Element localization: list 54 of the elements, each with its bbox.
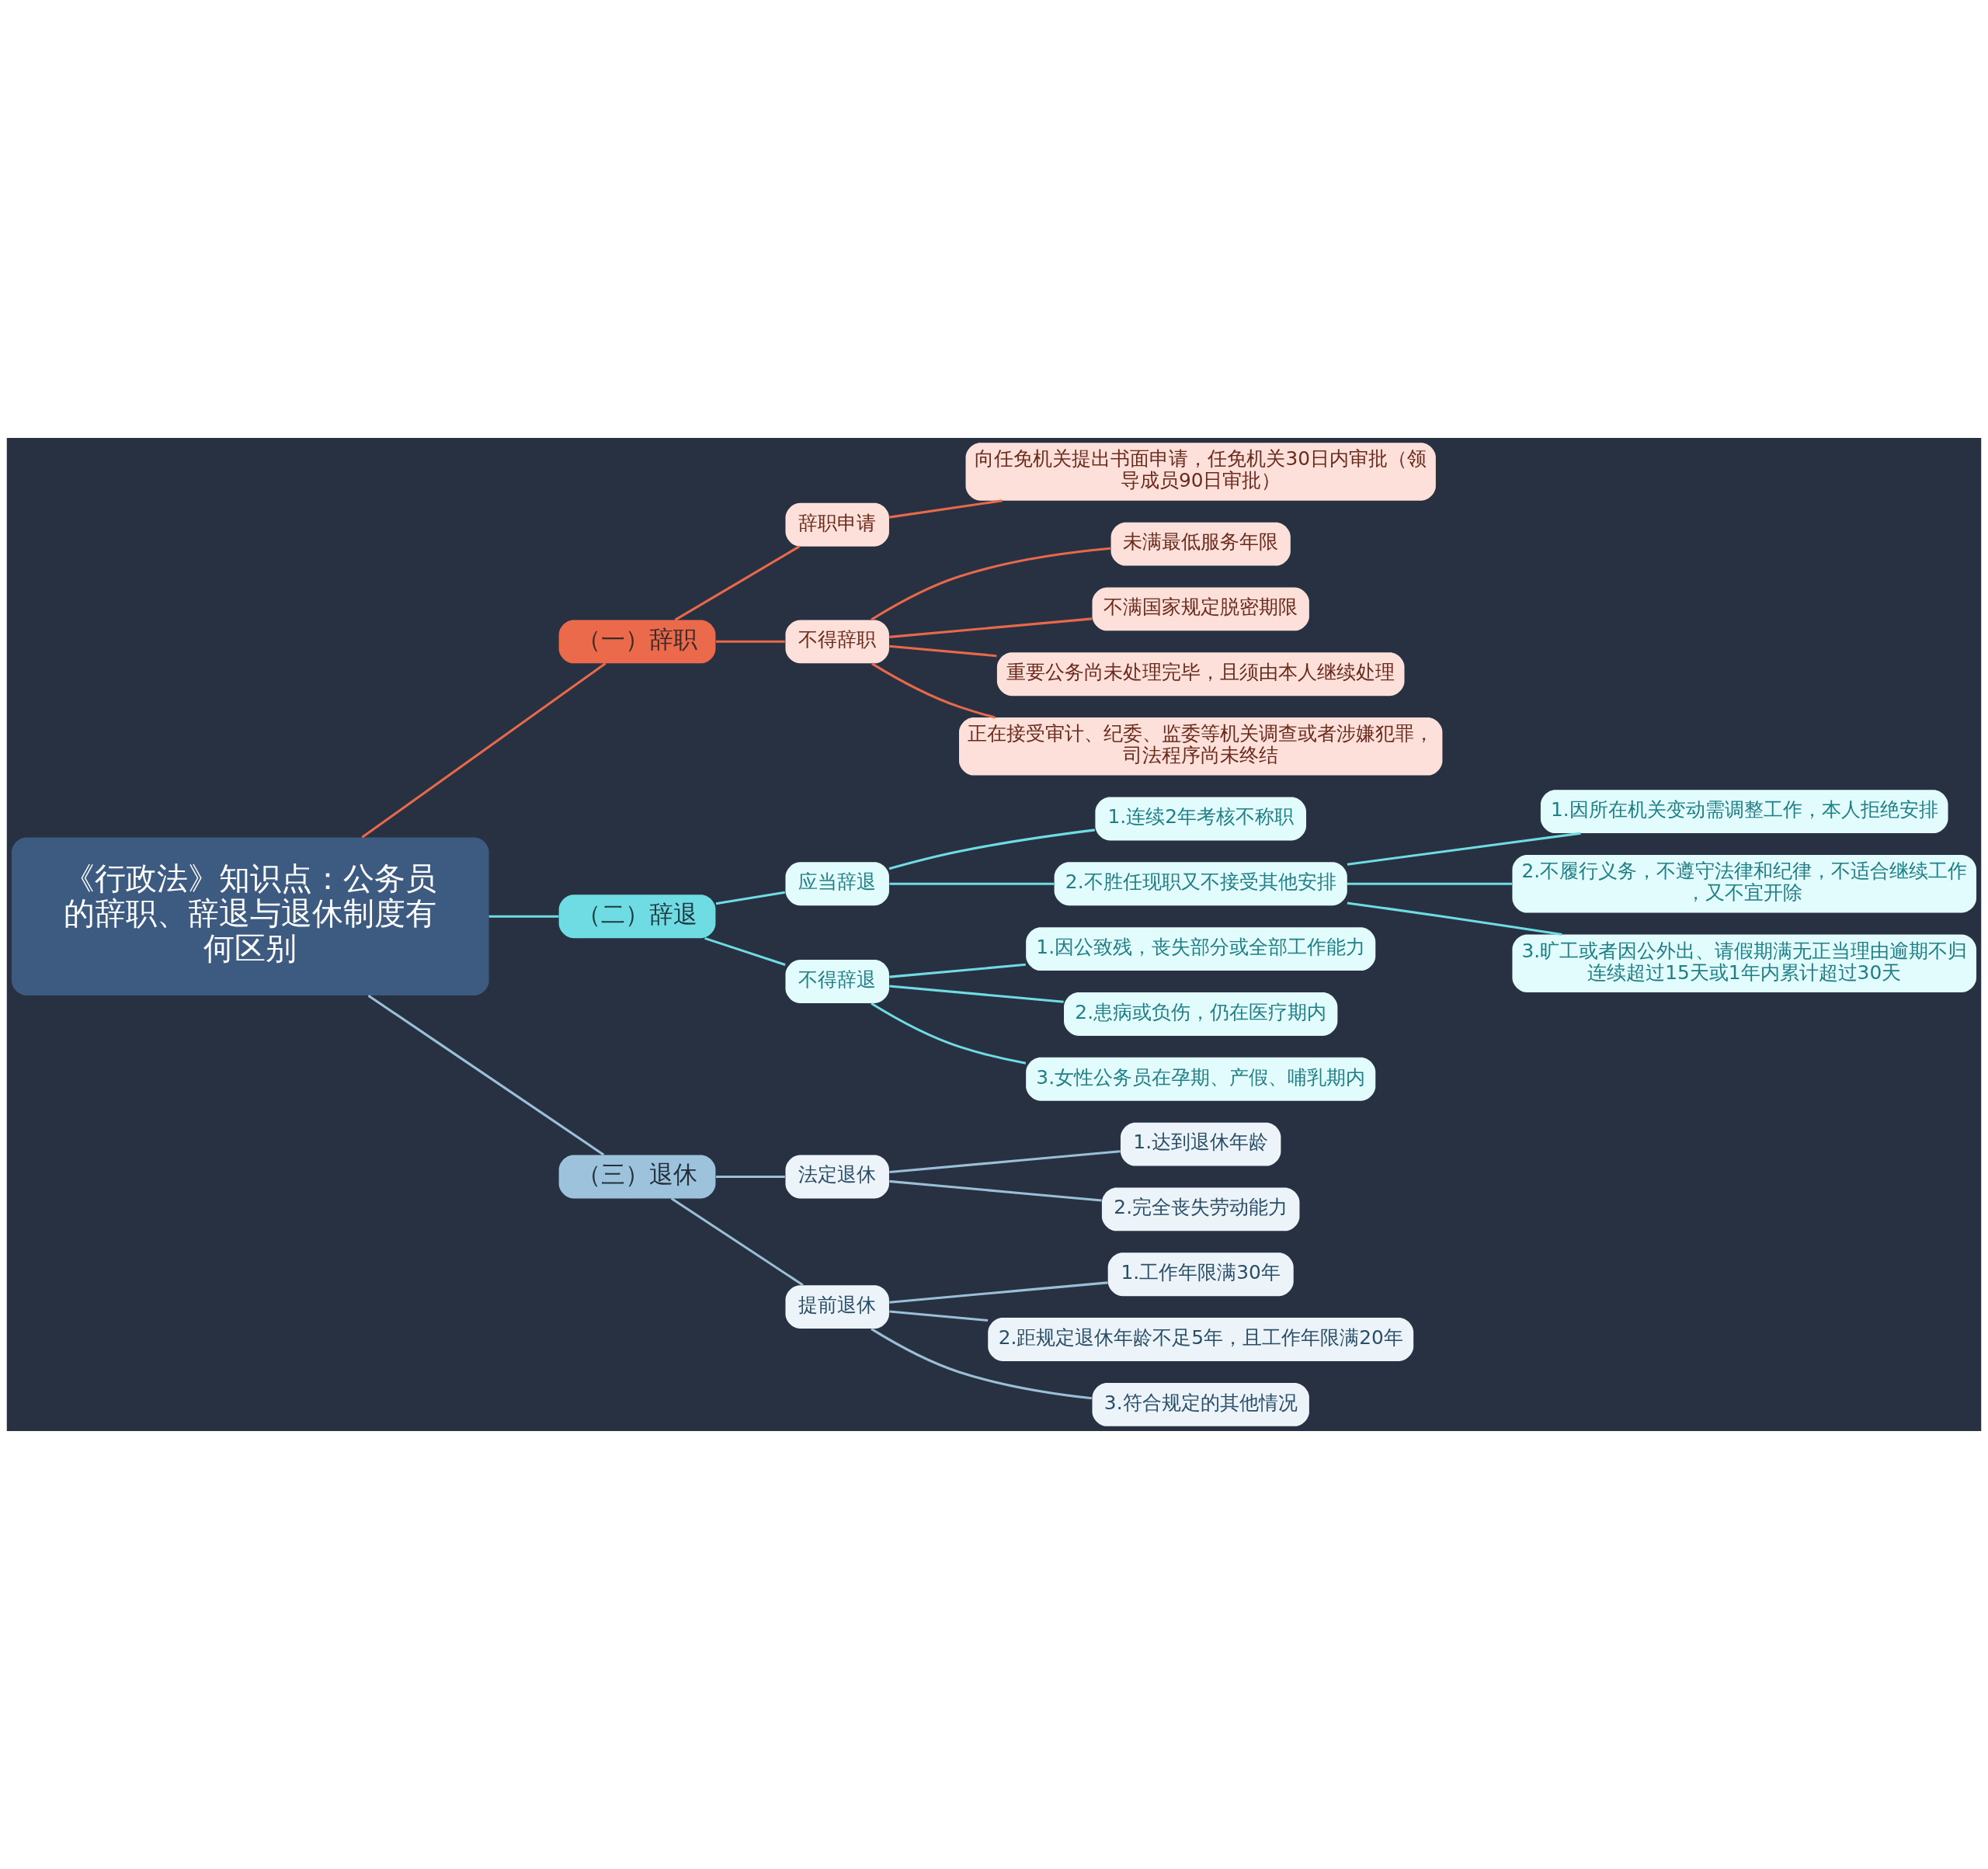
connector — [889, 1179, 1102, 1202]
connector — [888, 829, 1096, 870]
node-box: 不满国家规定脱密期限 — [1092, 587, 1309, 631]
connector — [670, 1197, 804, 1287]
connector — [1347, 882, 1513, 885]
node-box: 3.符合规定的其他情况 — [1092, 1382, 1309, 1426]
connector — [889, 617, 1093, 638]
node-box: 提前退休 — [785, 1285, 889, 1329]
node-box: 不得辞退 — [785, 960, 889, 1003]
connector — [361, 662, 606, 839]
connector — [716, 640, 785, 643]
node-box: 1.因所在机关变动需调整工作，本人拒绝安排 — [1540, 790, 1948, 834]
node-box: 2.不履行义务，不遵守法律和纪律，不适合继续工作，又不宜开除 — [1512, 855, 1977, 913]
node-box: 2.完全丧失劳动能力 — [1101, 1187, 1300, 1232]
connector — [871, 1002, 1027, 1065]
connector — [674, 545, 800, 621]
node-box: 应当辞退 — [785, 862, 889, 906]
node-box: 不得辞职 — [785, 620, 889, 664]
node-box: 重要公务尚未处理完毕，且须由本人继续处理 — [996, 652, 1405, 697]
connector — [889, 644, 997, 658]
connector — [871, 547, 1111, 621]
connector — [704, 936, 786, 966]
connector — [871, 662, 996, 719]
connector — [889, 499, 1003, 519]
connector — [1347, 832, 1581, 866]
node-box: 辞职申请 — [785, 502, 889, 547]
connector — [715, 891, 785, 905]
node-box: 2.距规定退休年龄不足5年，且工作年限满20年 — [988, 1318, 1414, 1361]
node-box: 未满最低服务年限 — [1110, 522, 1291, 566]
connector — [889, 963, 1026, 978]
connector — [889, 1310, 989, 1322]
connector — [889, 882, 1055, 885]
node-box: 向任免机关提出书面申请，任免机关30日内审批（领导成员90日审批） — [965, 443, 1436, 501]
connector — [367, 994, 605, 1156]
node-box: 法定退休 — [785, 1155, 889, 1199]
connector — [889, 1150, 1121, 1174]
connector — [889, 985, 1064, 1003]
connector — [871, 1328, 1092, 1400]
node-box: 正在接受审计、纪委、监委等机关调查或者涉嫌犯罪，司法程序尚未终结 — [959, 717, 1443, 776]
node-box: （三）退休 — [558, 1155, 716, 1199]
connector — [716, 1175, 785, 1179]
node-box: （一）辞职 — [558, 620, 716, 664]
node-box: （二）辞退 — [558, 895, 716, 939]
node-box: 2.患病或负伤，仍在医疗期内 — [1064, 992, 1338, 1036]
node-box: 《行政法》知识点：公务员的辞职、辞退与退休制度有何区别 — [11, 837, 489, 995]
node-box: 1.连续2年考核不称职 — [1095, 797, 1306, 841]
connector — [488, 915, 559, 918]
node-box: 3.旷工或者因公外出、请假期满无正当理由逾期不归连续超过15天或1年内累计超过30天 — [1512, 934, 1977, 992]
node-box: 1.工作年限满30年 — [1107, 1252, 1294, 1297]
node-box: 3.女性公务员在孕期、产假、哺乳期内 — [1026, 1057, 1376, 1101]
node-box: 2.不胜任现职又不接受其他安排 — [1054, 862, 1347, 906]
node-box: 1.因公致残，丧失部分或全部工作能力 — [1026, 927, 1376, 971]
node-box: 1.达到退休年龄 — [1121, 1122, 1281, 1166]
connector — [889, 1281, 1108, 1304]
